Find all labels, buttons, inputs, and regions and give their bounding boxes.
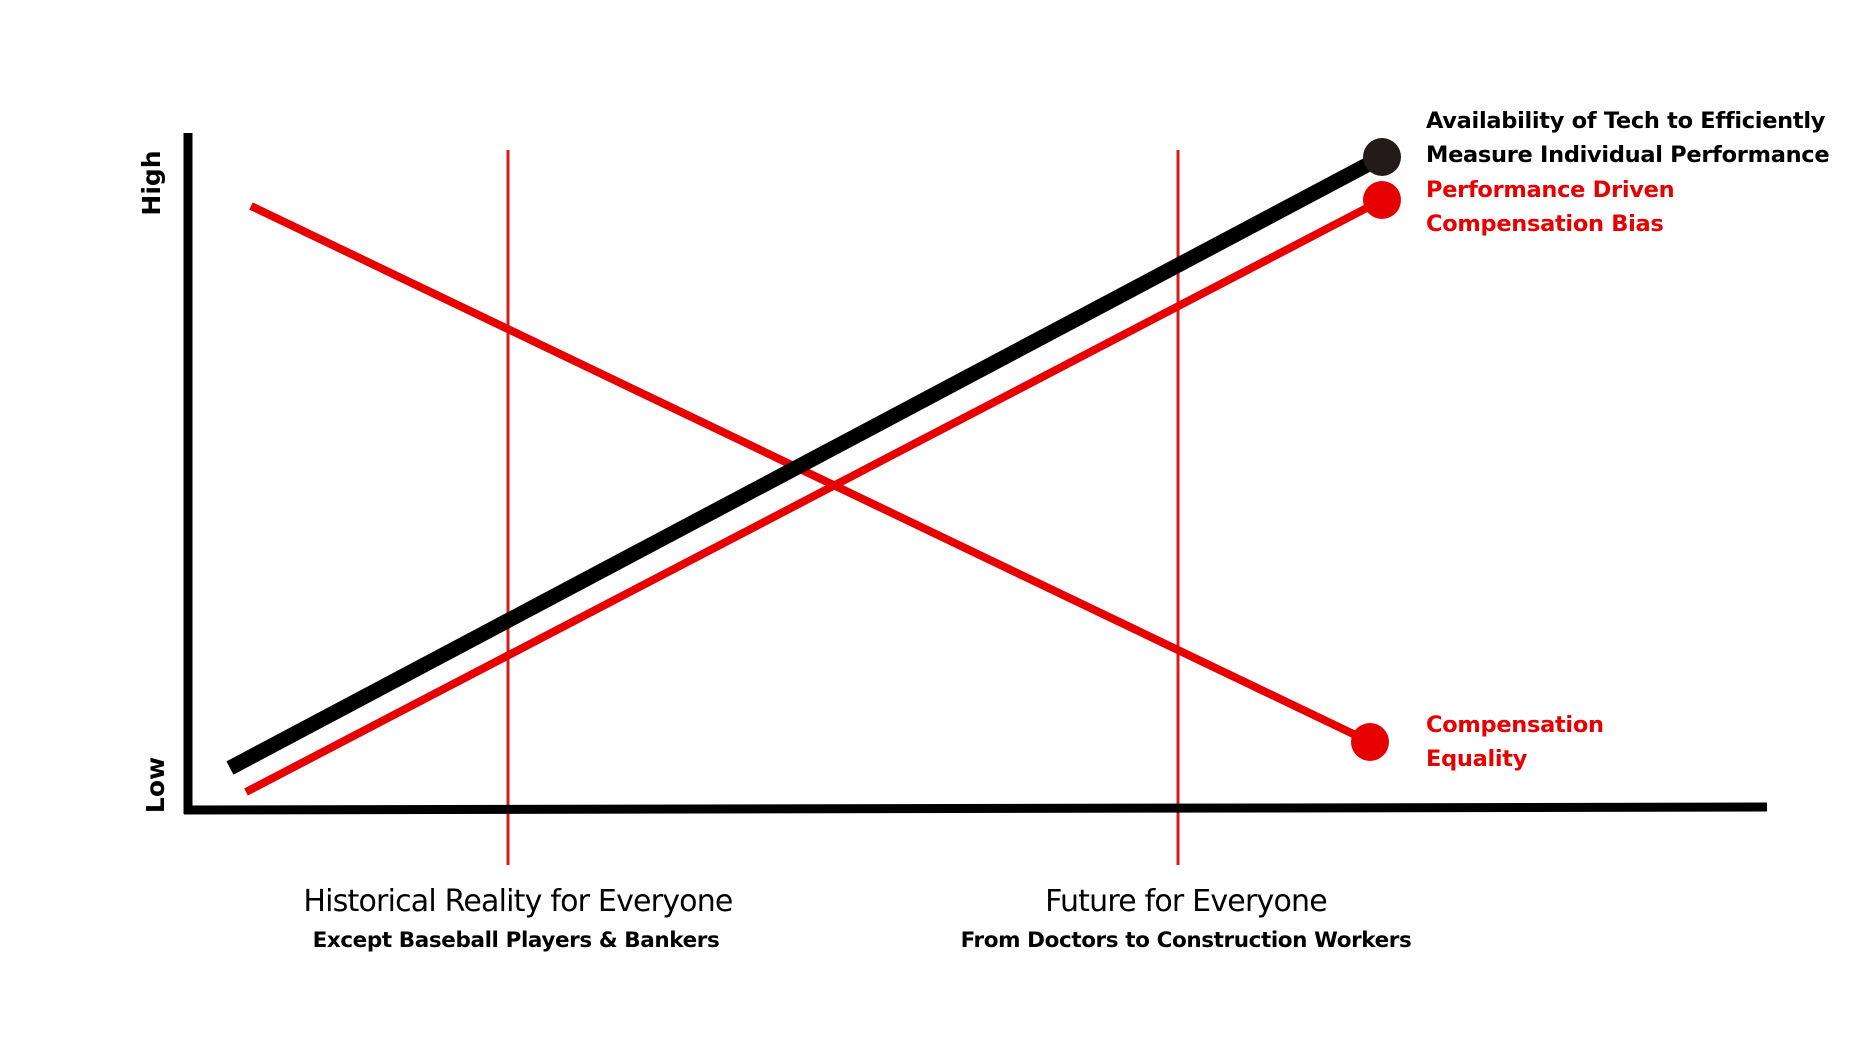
category-title-historical: Historical Reality for Everyone xyxy=(303,884,732,919)
series-end-dot-tech-availability xyxy=(1363,138,1401,176)
x-axis xyxy=(183,802,1768,815)
label-tech-line-1: Availability of Tech to Efficiently xyxy=(1426,108,1826,134)
series-line-compensation-equality xyxy=(249,202,1372,746)
series-line-performance-bias xyxy=(244,196,1384,796)
label-bias-line-2: Compensation Bias xyxy=(1426,211,1664,237)
category-subtitle-historical: Except Baseball Players & Bankers xyxy=(313,928,720,953)
category-title-future: Future for Everyone xyxy=(1045,884,1327,919)
label-equality-line-2: Equality xyxy=(1426,746,1528,772)
label-bias-line-1: Performance Driven xyxy=(1426,177,1674,203)
series-line-tech-availability xyxy=(226,150,1386,775)
label-tech-line-2: Measure Individual Performance xyxy=(1426,142,1829,168)
y-axis-low-label: Low xyxy=(141,757,170,813)
series-end-dot-compensation-equality xyxy=(1351,723,1389,761)
y-axis-high-label: High xyxy=(137,150,166,215)
category-subtitle-future: From Doctors to Construction Workers xyxy=(961,928,1412,953)
label-equality-line-1: Compensation xyxy=(1426,712,1604,738)
series-end-dot-performance-bias xyxy=(1363,181,1401,219)
